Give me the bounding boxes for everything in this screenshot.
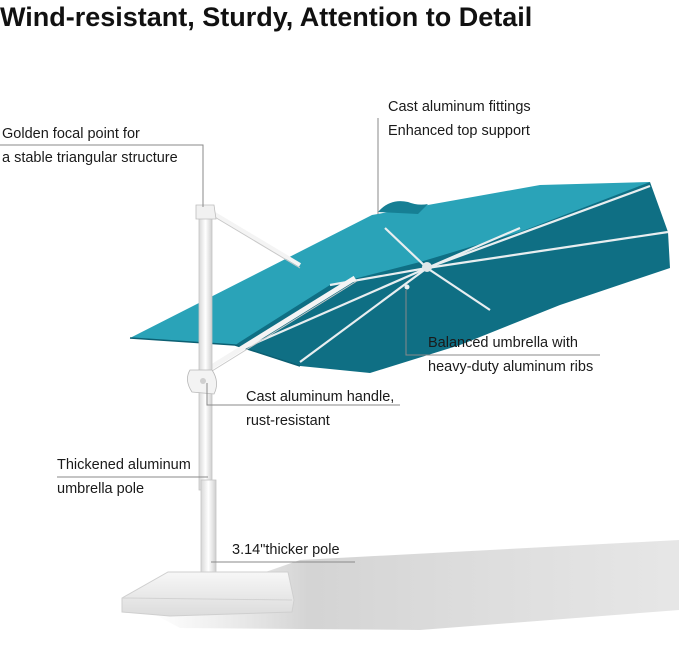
callout-ribs-line2: heavy-duty aluminum ribs bbox=[428, 359, 594, 375]
rib-joint bbox=[404, 284, 410, 290]
top-finial bbox=[378, 201, 428, 214]
callout-thicker-pole: 3.14"thicker pole bbox=[232, 538, 340, 562]
callout-fittings-line1: Cast aluminum fittings bbox=[388, 99, 531, 115]
canopy-edge bbox=[129, 337, 301, 367]
callout-focal-line2: a stable triangular structure bbox=[2, 150, 178, 166]
callout-handle-line2: rust-resistant bbox=[246, 413, 330, 429]
callout-handle: Cast aluminum handle, rust-resistant bbox=[246, 385, 394, 433]
callout-pole: Thickened aluminum umbrella pole bbox=[57, 453, 191, 501]
callout-focal-line1: Golden focal point for bbox=[2, 126, 140, 142]
page-title: Wind-resistant, Sturdy, Attention to Det… bbox=[0, 2, 533, 32]
canopy-ribs bbox=[234, 184, 669, 363]
canopy-hub bbox=[422, 262, 432, 272]
cantilever-arm bbox=[208, 275, 357, 371]
support-arm-shade bbox=[207, 212, 301, 269]
upper-pole bbox=[198, 211, 213, 491]
callout-fittings-line2: Enhanced top support bbox=[388, 123, 530, 139]
leader-lines bbox=[0, 118, 600, 563]
callout-ribs: Balanced umbrella with heavy-duty alumin… bbox=[428, 331, 593, 379]
focal-pivot bbox=[195, 204, 217, 220]
handle-crank-icon bbox=[200, 378, 206, 384]
weighted-base bbox=[121, 571, 295, 617]
callout-pole-line2: umbrella pole bbox=[57, 481, 145, 497]
support-arm bbox=[206, 208, 302, 267]
callout-pole-line1: Thickened aluminum bbox=[57, 457, 191, 473]
canopy-underside bbox=[235, 182, 670, 373]
callout-thicker-line1: 3.14"thicker pole bbox=[232, 542, 340, 558]
cantilever-arm-shade bbox=[211, 280, 358, 372]
base-edge bbox=[121, 597, 293, 601]
callout-fittings: Cast aluminum fittings Enhanced top supp… bbox=[388, 95, 531, 143]
callout-handle-line1: Cast aluminum handle, bbox=[246, 389, 395, 405]
callout-focal-point: Golden focal point for a stable triangul… bbox=[2, 122, 178, 170]
callout-ribs-line1: Balanced umbrella with bbox=[428, 335, 578, 351]
canopy-top bbox=[130, 182, 650, 345]
